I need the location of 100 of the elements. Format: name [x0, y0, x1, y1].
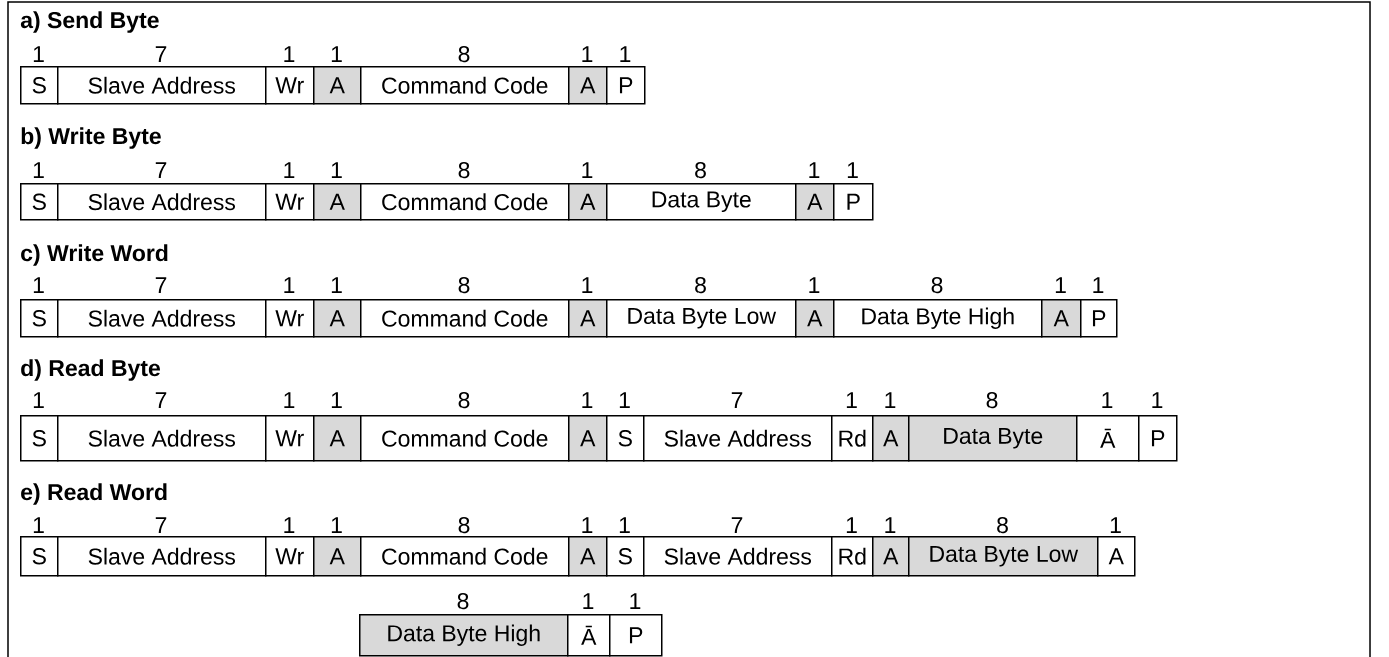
bit-count: 1 [809, 162, 820, 178]
bit-count: 1 [847, 162, 858, 178]
bit-count: 8 [458, 391, 470, 409]
bit-field-box: S [606, 415, 645, 462]
bit-count: 1 [582, 392, 593, 408]
bit-field-box: Wr [265, 536, 315, 577]
bit-count: 7 [155, 162, 167, 178]
bit-count: 1 [331, 277, 342, 293]
bit-count: 1 [582, 46, 593, 62]
bit-field-box: Rd [831, 415, 874, 462]
bit-field-box: A [1097, 536, 1136, 577]
bit-field-box: Command Code [360, 299, 570, 338]
bit-count: 1 [1055, 277, 1066, 293]
bit-field-box: Command Code [360, 183, 570, 221]
bit-count: 1 [331, 517, 342, 533]
bit-count: 1 [284, 517, 295, 533]
bit-count: 1 [1093, 277, 1104, 293]
bit-field-box: Data Byte High [833, 299, 1043, 338]
bit-count: 1 [33, 392, 44, 408]
bit-field-box: S [606, 536, 645, 577]
bit-field-box: A [795, 299, 835, 338]
bit-field-box: Wr [265, 66, 315, 105]
bit-count: 8 [458, 516, 470, 534]
bit-field-box: A [872, 536, 910, 577]
bit-count: 1 [33, 277, 44, 293]
bit-field-box: S [20, 536, 59, 577]
bit-count: 1 [885, 392, 896, 408]
bit-field-box: S [20, 299, 59, 338]
bit-field-box: P [1138, 415, 1178, 462]
bit-count: 8 [457, 592, 469, 610]
bit-count: 1 [619, 517, 630, 533]
bit-field-box: Wr [265, 299, 315, 338]
bit-field-box: P [1080, 299, 1118, 338]
bit-field-box: Data Byte [606, 183, 797, 221]
bit-count: 1 [809, 277, 820, 293]
bit-count: 8 [458, 276, 470, 294]
bit-field-box: Rd [831, 536, 874, 577]
bit-field-box: P [833, 183, 874, 221]
bit-count: 1 [284, 277, 295, 293]
bit-count: 1 [1102, 392, 1113, 408]
bit-count: 7 [731, 392, 743, 408]
bit-count: 8 [986, 391, 998, 409]
bit-count: 1 [284, 46, 295, 62]
bit-count: 1 [284, 162, 295, 178]
bit-field-box: S [20, 183, 59, 221]
section-title: c) Write Word [21, 244, 168, 266]
bit-field-box: Wr [265, 415, 315, 462]
bit-field-box: A [313, 536, 362, 577]
bit-count: 7 [155, 392, 167, 408]
bit-field-box: A [313, 66, 362, 105]
bit-count: 1 [33, 517, 44, 533]
bit-count: 1 [331, 162, 342, 178]
bit-count: 8 [695, 276, 706, 294]
bit-field-box: Ā [567, 614, 611, 657]
bit-count: 8 [458, 161, 470, 179]
bit-field-box: A [1041, 299, 1082, 338]
bit-field-box: Command Code [360, 66, 570, 105]
bit-count: 1 [619, 392, 630, 408]
section-title: b) Write Byte [21, 127, 161, 149]
bit-field-box: A [795, 183, 835, 221]
bit-count: 1 [331, 46, 342, 62]
bit-field-box: A [568, 415, 608, 462]
section-title: e) Read Word [21, 483, 167, 505]
section-title: a) Send Byte [20, 11, 159, 33]
bit-field-box: A [313, 415, 362, 462]
bit-field-box: S [20, 66, 59, 105]
bit-field-box: S [20, 415, 59, 462]
bit-field-box: A [568, 299, 608, 338]
bit-count: 1 [1110, 517, 1121, 533]
bit-count: 1 [620, 46, 631, 62]
bit-count: 1 [33, 46, 44, 62]
bit-field-box: A [568, 183, 608, 221]
bit-count: 1 [885, 517, 896, 533]
bit-field-box: Data Byte High [359, 614, 569, 657]
bit-count: 7 [155, 277, 167, 293]
bit-count: 1 [33, 162, 44, 178]
bit-field-box: A [313, 183, 362, 221]
bit-count: 1 [630, 593, 641, 609]
bit-count: 1 [583, 593, 594, 609]
bit-count: 1 [846, 392, 857, 408]
bit-field-box: Wr [265, 183, 315, 221]
bit-field-box: A [568, 536, 608, 577]
bit-count: 1 [846, 517, 857, 533]
bit-count: 1 [582, 277, 593, 293]
bit-field-box: P [606, 66, 646, 105]
bit-count: 1 [582, 517, 593, 533]
bit-field-box: Command Code [360, 415, 570, 462]
bit-field-box: Ā [1076, 415, 1140, 462]
bit-count: 7 [731, 517, 743, 533]
bit-count: 7 [155, 517, 167, 533]
bit-count: 1 [331, 392, 342, 408]
bit-field-box: A [313, 299, 362, 338]
bit-field-box: Command Code [360, 536, 570, 577]
bit-count: 8 [997, 516, 1008, 534]
bit-field-box: A [568, 66, 608, 105]
bit-field-box: Data Byte Low [606, 299, 797, 338]
bit-count: 1 [1152, 392, 1163, 408]
bit-field-box: A [872, 415, 910, 462]
bit-count: 1 [582, 162, 593, 178]
section-title: d) Read Byte [21, 359, 160, 381]
